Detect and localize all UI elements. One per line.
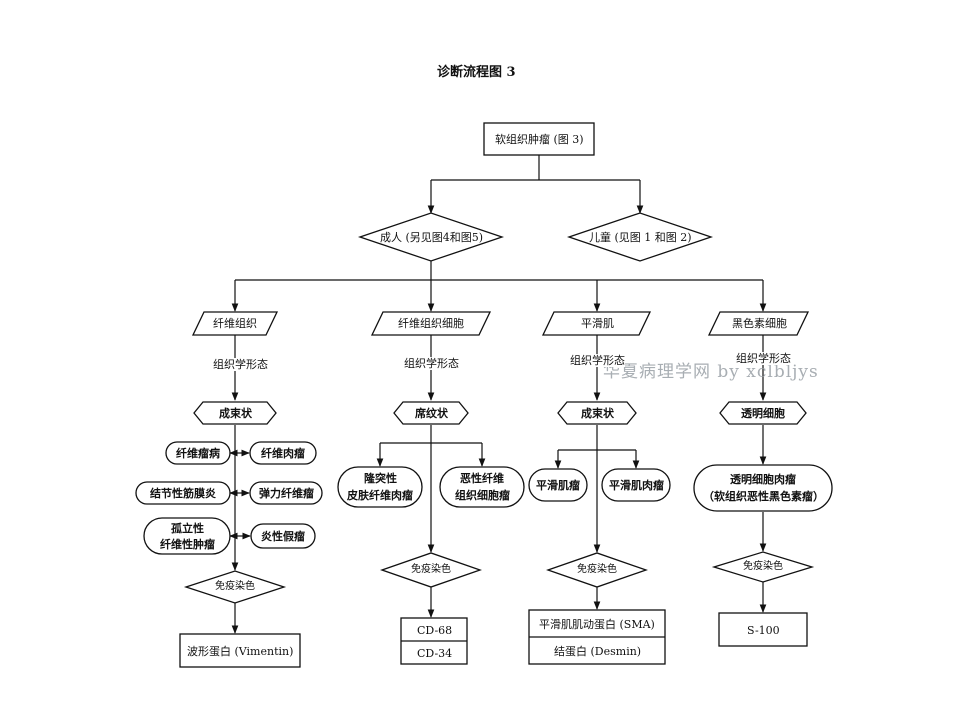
dfsp-label-2: 皮肤纤维肉瘤 — [347, 489, 413, 502]
leio-label: 平滑肌瘤 — [536, 479, 580, 492]
fibrosarcoma-label: 纤维肉瘤 — [261, 447, 305, 460]
mfh-label-2: 组织细胞瘤 — [455, 489, 510, 502]
cd34-label: CD-34 — [417, 647, 453, 660]
melano-parallelogram — [707, 311, 810, 336]
shapes — [135, 122, 833, 668]
s100-box — [718, 612, 808, 647]
ihc1-label: 免疫染色 — [215, 581, 255, 592]
ihc1-diamond — [183, 570, 287, 604]
ihc2-label: 免疫染色 — [411, 564, 451, 575]
mfh-node — [439, 466, 525, 508]
sft-label-1: 孤立性 — [171, 522, 204, 535]
watermark: 华夏病理学网 by xclbljys — [603, 362, 819, 382]
s100-label: S-100 — [747, 624, 780, 637]
mfh-label-1: 恶性纤维 — [460, 472, 504, 485]
root-box — [483, 122, 595, 156]
ihc2-diamond — [380, 552, 482, 588]
histo2-label: 组织学形态 — [404, 357, 459, 371]
ihc3-label: 免疫染色 — [577, 564, 617, 575]
melano-label: 黑色素细胞 — [732, 317, 787, 330]
fasc3-hexagon — [557, 401, 637, 425]
ccs-node — [693, 464, 833, 512]
fibromatosis-node — [165, 441, 231, 465]
smooth-label: 平滑肌 — [581, 317, 614, 330]
sft-label-2: 纤维性肿瘤 — [160, 538, 215, 551]
leio-node — [528, 468, 588, 502]
ihc3-diamond — [546, 552, 648, 588]
child-label: 儿童 (见图 1 和图 2) — [589, 231, 692, 244]
elasto-label: 弹力纤维瘤 — [259, 487, 314, 500]
storiform-label: 席纹状 — [415, 407, 448, 420]
child-diamond — [566, 212, 714, 262]
clearcell-hexagon — [719, 401, 807, 425]
sma-label: 平滑肌肌动蛋白 (SMA) — [539, 618, 655, 631]
dfsp-label-1: 隆突性 — [364, 472, 397, 485]
fibrohistio-label: 纤维组织细胞 — [398, 317, 464, 330]
fasc1-hexagon — [193, 401, 277, 425]
adult-diamond — [357, 212, 505, 262]
desmin-label: 结蛋白 (Desmin) — [554, 645, 642, 658]
imt-node — [250, 523, 316, 549]
dfsp-node — [337, 466, 423, 508]
connectors — [229, 155, 767, 634]
leiosarc-label: 平滑肌肉瘤 — [609, 479, 664, 492]
histo3-label: 组织学形态 — [570, 354, 625, 368]
root-label: 软组织肿瘤 (图 3) — [495, 133, 584, 146]
ccs-label-1: 透明细胞肉瘤 — [730, 473, 796, 486]
fasc3-label: 成束状 — [581, 407, 614, 420]
adult-label: 成人 (另见图4和图5) — [380, 231, 484, 244]
ihc4-diamond — [711, 551, 815, 583]
fasc1-label: 成束状 — [219, 407, 252, 420]
smooth-parallelogram — [541, 311, 652, 336]
clearcell-label: 透明细胞 — [741, 407, 785, 420]
ccs-label-2: （软组织恶性黑色素瘤） — [703, 490, 824, 503]
vimentin-label: 波形蛋白 (Vimentin) — [187, 645, 294, 658]
fibrohistio-parallelogram — [370, 311, 492, 336]
leiosarc-node — [601, 468, 671, 502]
cd68-label: CD-68 — [417, 624, 453, 637]
histo4-label: 组织学形态 — [736, 352, 791, 366]
nodfasc-label: 结节性筋膜炎 — [150, 487, 216, 500]
fibrous-parallelogram — [191, 311, 279, 336]
ihc4-label: 免疫染色 — [743, 561, 783, 572]
imt-label: 炎性假瘤 — [261, 530, 305, 543]
sft-node — [143, 517, 231, 555]
elasto-node — [249, 481, 323, 505]
nodfasc-node — [135, 481, 231, 505]
page-title: 诊断流程图 3 — [437, 65, 516, 80]
fibrosarcoma-node — [249, 441, 317, 465]
storiform-hexagon — [393, 401, 469, 425]
fibromatosis-label: 纤维瘤病 — [176, 447, 220, 460]
fibrous-label: 纤维组织 — [213, 317, 257, 330]
histo1-label: 组织学形态 — [213, 358, 268, 372]
vim-box — [179, 633, 301, 668]
